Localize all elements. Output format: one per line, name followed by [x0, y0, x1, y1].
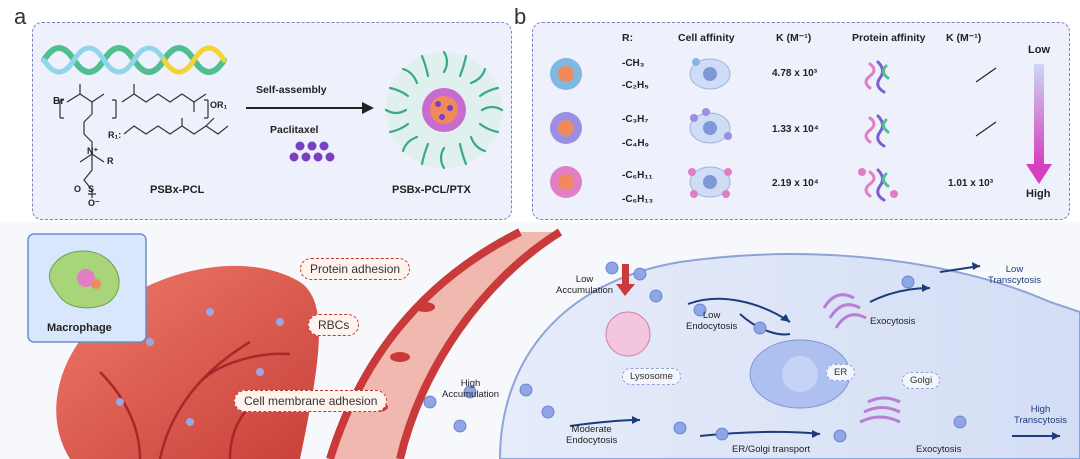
cell-membrane-adhesion-tag: Cell membrane adhesion — [234, 390, 388, 412]
low-endocytosis-text: Low Endocytosis — [686, 310, 738, 332]
lysosome-organelle — [605, 311, 651, 357]
header-cell-affinity: Cell affinity — [678, 32, 735, 44]
row3-r2: -C₆H₁₃ — [622, 194, 654, 205]
golgi-tag: Golgi — [902, 372, 941, 389]
scale-high-label: High — [1026, 188, 1051, 200]
chem-br-label: Br — [53, 96, 65, 107]
panel-b-box — [532, 22, 1070, 220]
nanoparticle-row2-icon — [550, 112, 582, 144]
polymer-helix-icon — [41, 45, 227, 75]
cell-nanoparticles — [423, 261, 967, 443]
low-accumulation-text: Low Accumulation — [556, 274, 614, 296]
high-accumulation-text: High Accumulation — [442, 378, 500, 400]
golgi-organelle — [859, 396, 901, 424]
header-k-cell: K (M⁻¹) — [776, 32, 812, 44]
affinity-scale-arrow-icon — [1026, 64, 1052, 184]
rbc-1 — [415, 302, 435, 312]
psbx-pcl-label: PSBx-PCL — [150, 184, 205, 196]
row1-r1: -CH₃ — [622, 58, 645, 69]
row2-r2: -C₄H₉ — [622, 138, 650, 149]
chem-s-label: S — [88, 184, 95, 194]
low-accumulation-label: Low Accumulation — [556, 274, 613, 296]
rbc-2 — [390, 352, 410, 362]
rbcs-tag: RBCs — [308, 314, 360, 336]
low-transcytosis-text: Low Transcytosis — [988, 264, 1041, 286]
exocytosis-bottom-label: Exocytosis — [916, 444, 962, 455]
panel-b-letter: b — [514, 4, 527, 29]
k-protein-row1-dash — [975, 67, 997, 83]
golgi-top-organelle — [822, 293, 867, 329]
panel-a-letter: a — [14, 4, 27, 29]
high-transcytosis-label: High Transcytosis — [1014, 404, 1067, 426]
high-accumulation-label: High Accumulation — [442, 378, 499, 400]
row3-k-cell: 2.19 x 10⁴ — [772, 178, 819, 189]
chem-o-label: O — [74, 184, 82, 194]
protein-adhesion-tag: Protein adhesion — [300, 258, 411, 280]
panel-b-graphics — [550, 58, 1052, 202]
scale-low-label: Low — [1028, 44, 1050, 56]
paclitaxel-molecules-icon — [289, 141, 335, 162]
lysosome-tag: Lysosome — [622, 368, 681, 385]
chem-n-label: N⁺ — [87, 146, 99, 156]
moderate-endocytosis-label: Moderate Endocytosis — [566, 424, 617, 446]
high-transcytosis-text: High Transcytosis — [1014, 404, 1067, 426]
cell-row1-icon — [689, 58, 731, 90]
macrophage-label: Macrophage — [47, 322, 112, 334]
nanoparticle-row3-icon — [550, 166, 582, 198]
moderate-endocytosis-text: Moderate Endocytosis — [566, 424, 618, 446]
low-endocytosis-label: Low Endocytosis — [686, 310, 737, 332]
low-transcytosis-label: Low Transcytosis — [988, 264, 1041, 286]
chemical-structure — [59, 84, 229, 198]
chem-r1-label: R₁: — [108, 130, 122, 140]
panel-a-graphics — [41, 45, 504, 198]
row2-k-cell: 1.33 x 10⁴ — [772, 124, 819, 135]
row3-k-protein: 1.01 x 10³ — [948, 178, 994, 189]
protein-row3-icon — [858, 168, 898, 202]
chem-or1-label: OR₁ — [210, 100, 228, 110]
header-r: R: — [622, 32, 634, 44]
header-k-protein: K (M⁻¹) — [946, 32, 982, 44]
low-accumulation-arrow — [616, 264, 635, 296]
er-tag: ER — [826, 364, 856, 381]
chem-ominus-label: O⁻ — [88, 198, 100, 208]
self-assembly-label: Self-assembly — [256, 84, 327, 96]
chem-r-label: R — [107, 156, 114, 166]
panel-c-illustration — [0, 222, 1080, 459]
header-protein-affinity: Protein affinity — [852, 32, 926, 44]
psbx-pcl-ptx-label: PSBx-PCL/PTX — [392, 184, 471, 196]
liver-vessels — [99, 340, 291, 459]
row1-k-cell: 4.78 x 10³ — [772, 68, 818, 79]
k-protein-row2-dash — [975, 121, 997, 137]
nanoparticle-row1-icon — [550, 58, 582, 90]
row2-r1: -C₃H₇ — [622, 114, 649, 125]
protein-row2-icon — [864, 114, 890, 148]
row1-r2: -C₂H₅ — [622, 80, 649, 91]
cell-row3-icon — [688, 166, 732, 198]
cell-row2-icon — [689, 108, 732, 144]
row3-r1: -C₆H₁₁ — [622, 170, 653, 181]
protein-row1-icon — [864, 60, 890, 94]
liver-nanoparticles — [116, 308, 284, 426]
er-golgi-transport-label: ER/Golgi transport — [732, 444, 811, 455]
micelle-icon — [384, 50, 504, 170]
exocytosis-top-label: Exocytosis — [870, 316, 916, 327]
paclitaxel-label: Paclitaxel — [270, 124, 319, 136]
